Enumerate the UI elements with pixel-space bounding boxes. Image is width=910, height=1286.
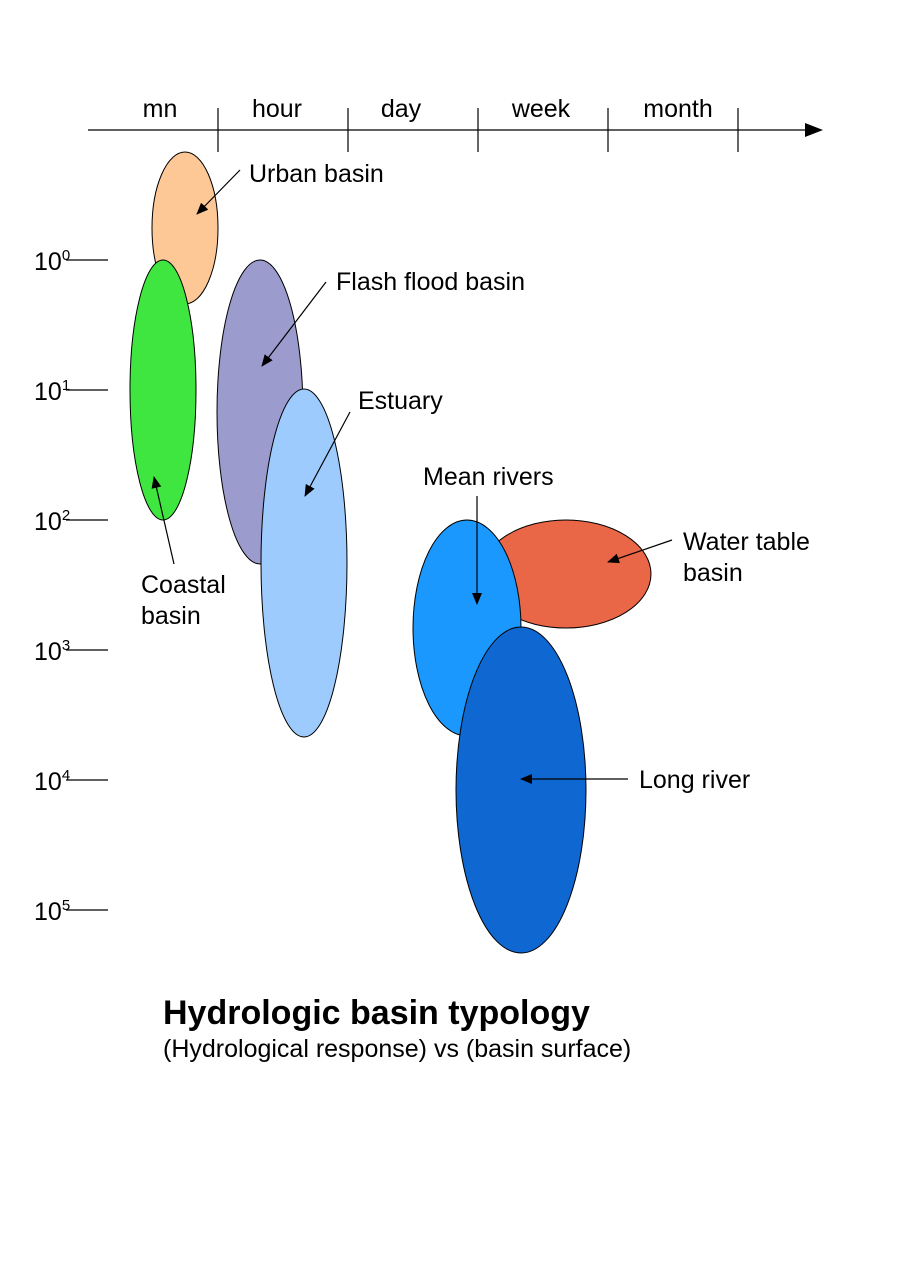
surface-axis: 100 101 102 103 104 105 [34,247,108,926]
time-label-month: month [643,95,712,123]
time-axis-arrow-icon [805,123,823,137]
water-table-label-line1: Water table [683,528,810,556]
coastal-basin-arrow [151,476,175,565]
flash-flood-arrow [261,281,327,367]
time-label-day: day [381,95,422,123]
coastal-basin-label-line1: Coastal [141,571,226,599]
surface-label-1e1: 101 [34,377,70,406]
long-river-ellipse [455,626,587,954]
flash-flood-basin-label: Flash flood basin [336,268,525,296]
coastal-basin-ellipse [129,259,197,521]
surface-label-1e0: 100 [34,247,70,276]
urban-basin-label: Urban basin [249,160,384,188]
diagram-title: Hydrologic basin typology [163,994,590,1032]
surface-label-1e2: 102 [34,507,70,536]
time-axis: mn hour day week month [88,95,823,152]
estuary-ellipse [260,388,348,738]
surface-label-1e5: 105 [34,897,70,926]
time-label-mn: mn [143,95,178,123]
estuary-arrow [304,411,351,497]
urban-basin-arrow [196,169,241,215]
surface-label-1e3: 103 [34,637,70,666]
diagram-subtitle: (Hydrological response) vs (basin surfac… [163,1035,631,1063]
surface-label-1e4: 104 [34,767,70,796]
water-table-arrow [607,539,673,564]
time-label-hour: hour [252,95,302,123]
coastal-basin-label-line2: basin [141,602,201,630]
estuary-label: Estuary [358,387,443,415]
water-table-label-line2: basin [683,559,743,587]
time-label-week: week [511,95,571,123]
mean-rivers-label: Mean rivers [423,463,554,491]
long-river-label: Long river [639,766,750,794]
